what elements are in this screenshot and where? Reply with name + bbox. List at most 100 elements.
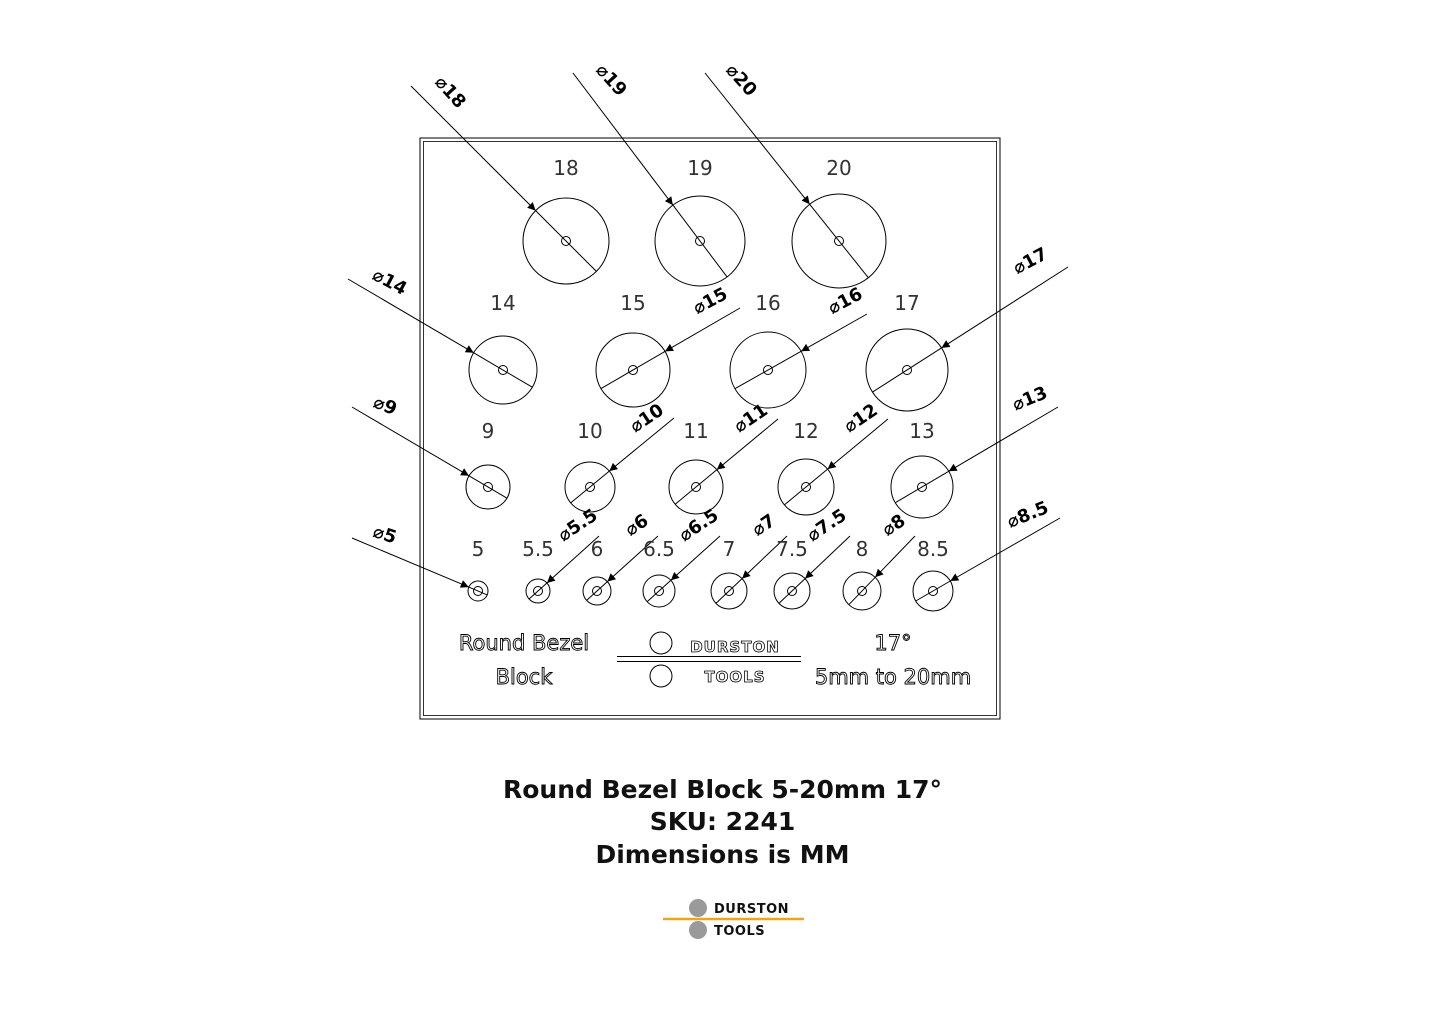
diameter-dimension: ⌀7	[748, 510, 779, 540]
diameter-dimension: ⌀5	[370, 521, 399, 548]
hole-outline	[912, 570, 954, 612]
block-angle: 17°	[874, 631, 911, 655]
diameter-dimension: ⌀7.5	[803, 505, 850, 546]
hole-size-label: 12	[793, 419, 818, 443]
block-logo-line2: TOOLS	[704, 668, 765, 686]
hole-outline	[465, 464, 511, 510]
diameter-line	[535, 210, 597, 272]
block-logo: DURSTON TOOLS	[617, 631, 801, 688]
diameter-line	[468, 475, 508, 499]
hole-outline	[468, 335, 538, 405]
hole-center-mark	[801, 482, 811, 492]
hole-outline	[773, 572, 811, 610]
hole-18: 18⌀18	[410, 72, 610, 285]
hole-outline	[729, 331, 807, 409]
hole-outline	[777, 458, 835, 516]
diameter-line	[895, 470, 949, 504]
diameter-dimension: ⌀19	[591, 60, 631, 101]
dimension-leader	[874, 535, 916, 578]
hole-outline	[564, 461, 616, 513]
hole-center-mark	[533, 586, 543, 596]
diameter-dimension: ⌀16	[825, 283, 867, 318]
diameter-dimension: ⌀8	[878, 510, 909, 540]
diameter-line	[473, 352, 533, 388]
hole-outline	[642, 574, 676, 608]
logo-line1: DURSTON	[714, 902, 789, 917]
dimension-leader	[941, 266, 1069, 349]
hole-center-mark	[592, 586, 602, 596]
hole-size-label: 17	[894, 291, 919, 315]
diameter-line	[528, 582, 548, 600]
dimension-leader	[704, 72, 811, 205]
hole-15: 15⌀15	[595, 283, 741, 408]
hole-size-label: 13	[909, 419, 934, 443]
hole-16: 16⌀16	[729, 283, 868, 409]
hole-center-mark	[654, 586, 664, 596]
diameter-line	[468, 586, 488, 596]
hole-size-label: 9	[482, 419, 495, 443]
hole-outline	[791, 193, 887, 289]
hole-size-label: 6.5	[643, 537, 675, 561]
drawing-title: Round Bezel Block 5-20mm 17°	[502, 775, 942, 804]
hole-center-mark	[928, 586, 938, 596]
hole-size-label: 15	[620, 291, 645, 315]
hole-outline	[865, 328, 949, 412]
block-engraving: Round Bezel Block 17° 5mm to 20mm	[458, 631, 971, 690]
block-logo-line1: DURSTON	[690, 638, 780, 656]
diameter-line	[646, 579, 672, 603]
hole-12: 12 ⌀12	[777, 400, 889, 516]
durston-tools-logo: DURSTON TOOLS	[663, 899, 804, 939]
hole-center-mark	[917, 482, 927, 492]
hole-center-mark	[628, 365, 638, 375]
dimension-leader	[347, 278, 474, 354]
hole-center-mark	[902, 365, 912, 375]
diameter-line	[734, 350, 802, 390]
dimension-leader	[608, 417, 675, 472]
hole-size-label: 5	[472, 537, 485, 561]
hole-center-mark	[483, 482, 493, 492]
dimension-leader	[607, 535, 659, 582]
diameter-line	[600, 350, 666, 390]
diameter-dimension: ⌀10	[626, 400, 667, 437]
hole-center-mark	[834, 236, 844, 246]
block-logo-dot-bottom	[649, 664, 673, 688]
logo-dot-top	[689, 899, 707, 917]
hole-8.5: 8.5⌀8.5	[912, 497, 1061, 612]
block-logo-dot-top	[649, 631, 673, 655]
block-range: 5mm to 20mm	[815, 665, 971, 689]
dimension-leader	[351, 406, 470, 477]
dimension-leader	[716, 418, 779, 471]
hole-size-label: 19	[687, 156, 712, 180]
hole-center-mark	[724, 586, 734, 596]
hole-outline	[525, 578, 551, 604]
diameter-line	[715, 578, 743, 604]
logo-line2: TOOLS	[714, 924, 765, 939]
units-note: Dimensions is MM	[595, 840, 850, 869]
hole-8: 8⌀8	[842, 510, 916, 611]
dimension-leader	[670, 535, 721, 581]
diameter-line	[586, 581, 608, 601]
hole-outline	[654, 195, 746, 287]
hole-outline	[522, 197, 610, 285]
hole-size-label: 5.5	[522, 537, 554, 561]
hole-9: 9⌀9	[351, 392, 511, 510]
hole-center-mark	[561, 236, 571, 246]
diameter-dimension: ⌀12	[840, 400, 881, 437]
hole-outline	[668, 459, 724, 515]
hole-outline	[467, 580, 489, 602]
dimension-leader	[664, 307, 741, 352]
diameter-line	[848, 576, 876, 606]
hole-14: 14⌀14	[347, 264, 538, 405]
block-name-line1: Round Bezel	[459, 631, 589, 655]
block-outline	[419, 137, 1001, 720]
hole-center-mark	[857, 586, 867, 596]
dimension-leader	[546, 535, 600, 584]
hole-center-mark	[691, 482, 701, 492]
hole-center-mark	[763, 365, 773, 375]
logo-dot-bottom	[689, 921, 707, 939]
hole-center-mark	[787, 586, 797, 596]
hole-19: 19 ⌀19	[572, 60, 746, 287]
block-outline-inner	[423, 141, 997, 716]
